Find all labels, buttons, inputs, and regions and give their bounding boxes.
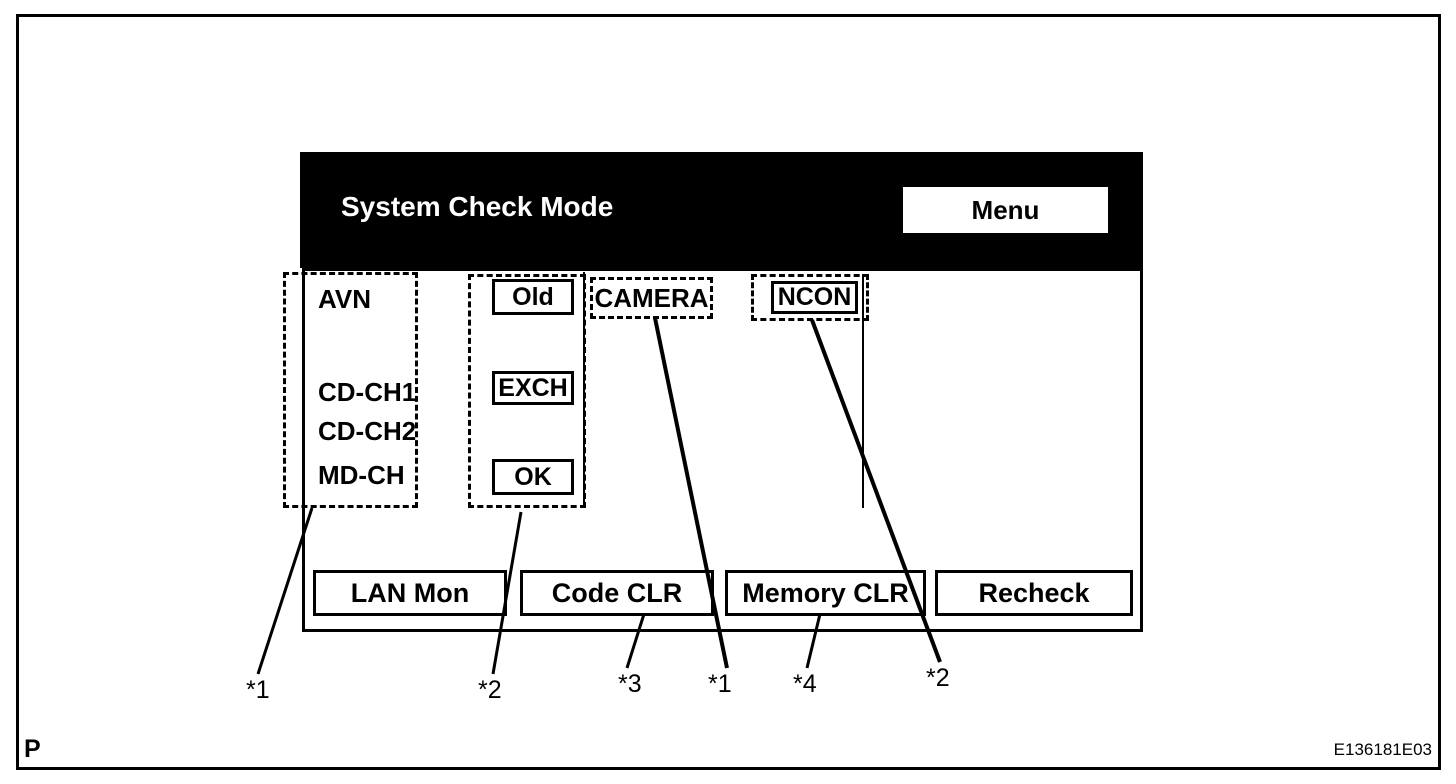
callout-label-2: *2 [478, 676, 502, 704]
status-exch-box: EXCH [492, 371, 574, 405]
memory-clr-button[interactable]: Memory CLR [725, 570, 926, 616]
figure-border [16, 14, 1441, 770]
ncon-callout-box [751, 274, 869, 321]
callout-label-4: *1 [708, 670, 732, 698]
menu-button[interactable]: Menu [903, 187, 1108, 233]
camera-callout-box: CAMERA [590, 277, 713, 319]
callout-label-5: *4 [793, 670, 817, 698]
page-letter: P [24, 735, 41, 763]
status-old-box: Old [492, 279, 574, 315]
status-ok-box: OK [492, 459, 574, 495]
screen-title: System Check Mode [341, 191, 614, 222]
device-label-avn: AVN [318, 284, 371, 314]
figure-code: E136181E03 [1333, 740, 1432, 759]
lan-mon-button[interactable]: LAN Mon [313, 570, 507, 616]
recheck-button[interactable]: Recheck [935, 570, 1133, 616]
callout-label-3: *3 [618, 670, 642, 698]
device-label-cd-ch1: CD-CH1 [318, 377, 417, 407]
ncon-status-box: NCON [771, 281, 858, 314]
grid-line-left [583, 272, 585, 508]
device-list-callout-box [283, 272, 418, 508]
device-label-md-ch: MD-CH [318, 460, 405, 490]
callout-label-1: *1 [246, 676, 270, 704]
device-label-cd-ch2: CD-CH2 [318, 416, 417, 446]
callout-label-6: *2 [926, 664, 950, 692]
code-clr-button[interactable]: Code CLR [520, 570, 714, 616]
